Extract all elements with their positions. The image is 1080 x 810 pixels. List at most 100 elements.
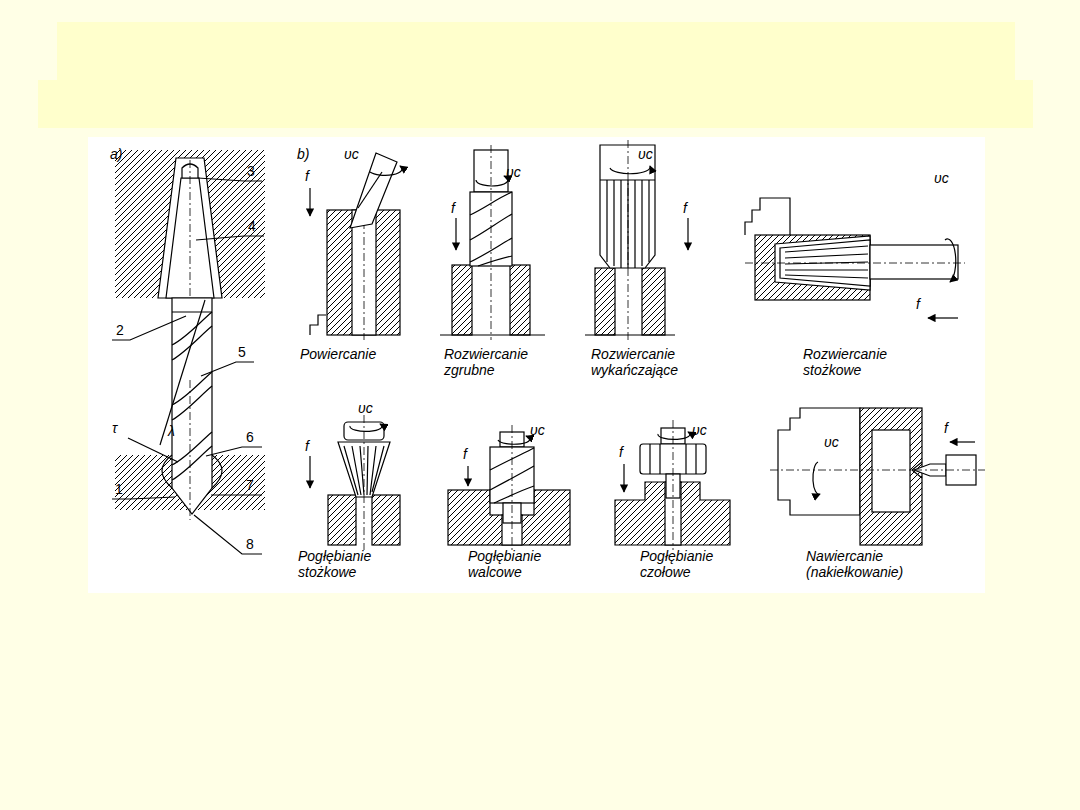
spot-drilling-sketch	[358, 172, 382, 208]
twist-drill	[172, 432, 212, 465]
process-caption: Rozwiercanie zgrubne	[444, 346, 544, 378]
process-caption: Rozwiercanie wykańczające	[591, 346, 701, 378]
process-caption: Nawiercanie (nakiełkowanie)	[806, 548, 956, 580]
callout-number: 6	[246, 429, 254, 445]
panel-letter: b)	[297, 146, 309, 162]
taper-reaming-sketch	[745, 198, 790, 235]
center-drilling-sketch	[950, 441, 975, 442]
twist-drill	[172, 311, 212, 312]
finish-reaming-sketch	[600, 145, 655, 268]
spot-drilling-sketch	[310, 315, 326, 335]
center-drilling-sketch	[872, 430, 910, 512]
taper-reaming-sketch	[785, 246, 868, 278]
speed-symbol: υc	[638, 146, 653, 162]
finish-reaming-sketch	[595, 268, 615, 335]
twist-drill	[190, 160, 191, 298]
center-drilling-sketch	[770, 470, 985, 471]
title-band	[57, 22, 1015, 82]
panel-letter: a)	[110, 146, 122, 162]
title-band	[38, 22, 1033, 128]
finish-reaming-sketch	[642, 268, 665, 335]
process-caption: Pogłębianie czołowe	[640, 548, 740, 580]
conical-countersinking-sketch	[310, 415, 400, 550]
feed-symbol: f	[916, 296, 920, 312]
rough-reaming-sketch	[478, 256, 512, 266]
twist-drill	[190, 380, 191, 520]
spot-drilling-sketch	[370, 166, 402, 175]
twist-drill	[194, 515, 262, 554]
conical-countersinking-sketch	[309, 456, 310, 488]
finish-reaming-sketch	[585, 140, 688, 340]
center-drilling-sketch	[778, 408, 860, 515]
taper-reaming-sketch	[745, 198, 965, 318]
cylindrical-counterboring-sketch	[448, 425, 570, 550]
finish-reaming-sketch	[600, 179, 655, 180]
feed-symbol: f	[463, 446, 467, 462]
conical-countersinking-sketch	[350, 424, 382, 431]
process-caption: Pogłębianie stożkowe	[298, 548, 398, 580]
twist-drill	[160, 300, 205, 445]
twist-drill	[206, 447, 262, 456]
finish-reaming-sketch	[610, 166, 650, 174]
taper-reaming-sketch	[745, 263, 965, 264]
callout-number: 1	[115, 481, 123, 497]
speed-symbol: υc	[824, 434, 839, 450]
spot-facing-sketch	[658, 432, 690, 439]
speed-symbol: υc	[934, 170, 949, 186]
twist-drill	[128, 438, 178, 462]
callout-number: 8	[246, 536, 254, 552]
speed-symbol: υc	[692, 422, 707, 438]
rough-reaming-sketch	[440, 145, 545, 340]
center-drilling-sketch	[813, 462, 820, 494]
center-drilling-sketch	[860, 408, 922, 545]
center-drilling-sketch	[770, 408, 985, 545]
taper-reaming-sketch	[928, 317, 958, 318]
feed-symbol: f	[305, 438, 309, 454]
spot-drilling-sketch	[350, 153, 397, 228]
callout-number: 7	[246, 477, 254, 493]
conical-countersinking-sketch	[372, 495, 400, 545]
spot-drilling-sketch	[309, 188, 310, 216]
feed-symbol: f	[683, 200, 687, 216]
figure-ground	[88, 137, 985, 593]
spot-facing-sketch	[623, 464, 624, 492]
finish-reaming-sketch	[687, 218, 688, 250]
feed-symbol: f	[305, 168, 309, 184]
twist-drill	[112, 497, 175, 499]
twist-drill	[201, 362, 254, 376]
twist-drill	[112, 150, 265, 554]
angle-symbol: τ	[112, 420, 117, 436]
feed-symbol: f	[944, 420, 948, 436]
rough-reaming-sketch	[455, 218, 456, 250]
twist-drill	[196, 236, 264, 240]
process-caption: Powiercanie	[300, 346, 376, 362]
twist-drill	[212, 455, 222, 488]
callout-number: 2	[116, 322, 124, 338]
twist-drill	[172, 446, 212, 480]
title-band	[38, 80, 1033, 128]
twist-drill	[115, 150, 265, 298]
rough-reaming-sketch	[452, 265, 472, 335]
twist-drill	[172, 386, 212, 420]
rough-reaming-sketch	[440, 334, 545, 335]
cylindrical-counterboring-sketch	[498, 436, 530, 444]
process-caption: Pogłębianie walcowe	[468, 548, 568, 580]
twist-drill	[112, 316, 186, 340]
finish-reaming-sketch	[628, 140, 629, 340]
spot-drilling-sketch	[327, 210, 400, 335]
spot-facing-sketch	[615, 420, 730, 550]
cylindrical-counterboring-sketch	[467, 466, 468, 486]
angle-symbol: λ	[168, 423, 175, 439]
feed-symbol: f	[619, 444, 623, 460]
callout-number: 5	[238, 344, 246, 360]
twist-drill	[172, 298, 212, 514]
taper-reaming-sketch	[870, 245, 958, 279]
speed-symbol: υc	[530, 422, 545, 438]
finish-reaming-sketch	[585, 334, 675, 335]
conical-countersinking-sketch	[364, 415, 365, 550]
rough-reaming-sketch	[510, 265, 530, 335]
process-caption: Rozwiercanie stożkowe	[803, 346, 913, 378]
speed-symbol: υc	[506, 164, 521, 180]
spot-drilling-sketch	[310, 153, 402, 340]
